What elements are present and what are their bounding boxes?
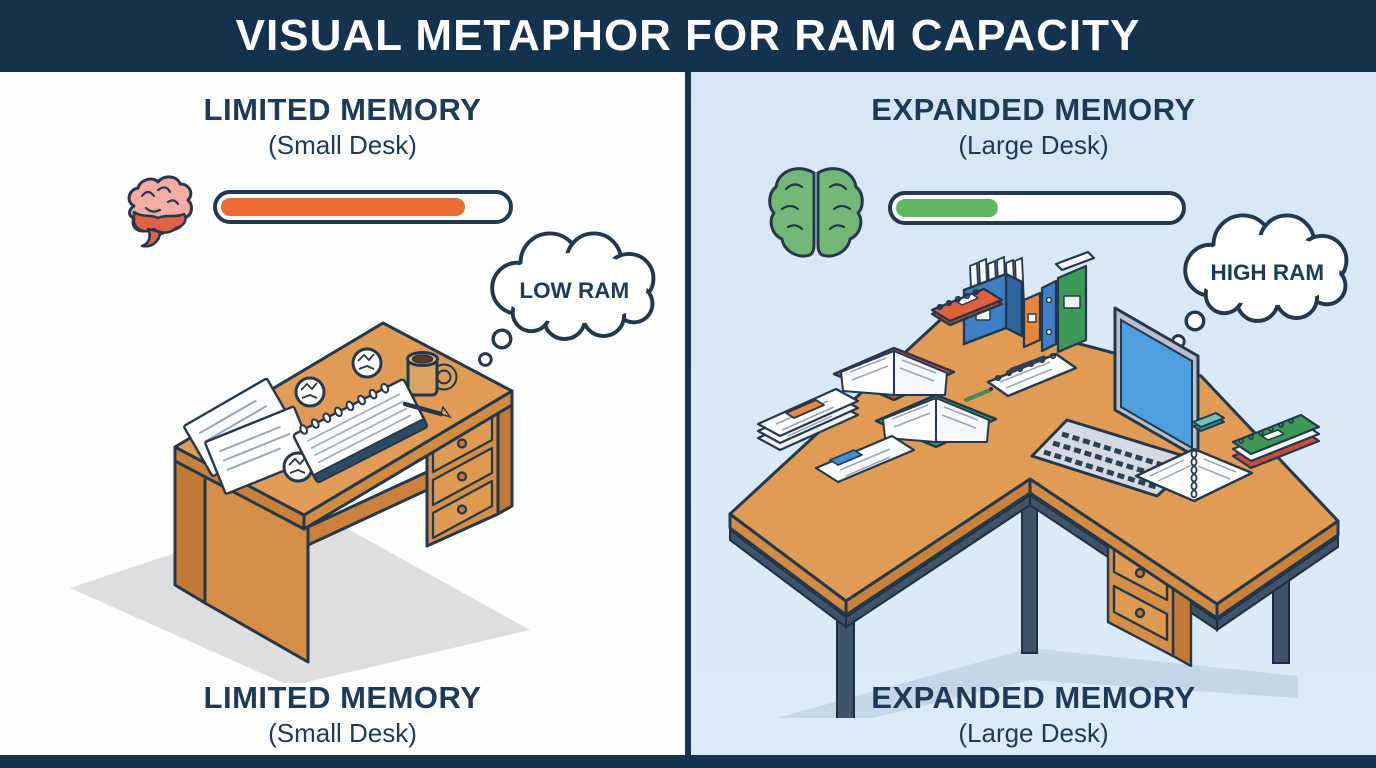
right-heading-block: EXPANDED MEMORY (Large Desk) (691, 92, 1376, 161)
coffee-mug-icon (406, 351, 458, 397)
right-footer-heading: EXPANDED MEMORY (871, 680, 1196, 715)
pencil-icon (964, 387, 993, 402)
left-subheading: (Small Desk) (268, 130, 417, 160)
drawer-knob (456, 504, 468, 515)
ram-usage-fill (896, 199, 998, 217)
open-book (874, 393, 998, 449)
thought-bubble: LOW RAM (478, 231, 656, 367)
binders (1022, 250, 1096, 354)
left-heading: LIMITED MEMORY (203, 92, 482, 127)
drawer-knob (1134, 607, 1146, 619)
sticky-notes (1192, 412, 1225, 432)
right-footer-subheading: (Large Desk) (958, 718, 1109, 748)
left-heading-block: LIMITED MEMORY (Small Desk) (0, 92, 685, 161)
red-brain-icon (127, 175, 193, 248)
left-footer-heading: LIMITED MEMORY (203, 680, 482, 715)
desk-shadow (776, 648, 1298, 718)
pencil-icon (402, 401, 452, 419)
left-footer-block: LIMITED MEMORY (Small Desk) (0, 680, 685, 749)
bubble-trail-dot (491, 328, 513, 350)
bubble-trail-dot (478, 352, 493, 367)
bubble-trail-dot (1184, 310, 1206, 332)
pen-icon (1009, 355, 1047, 373)
document (814, 434, 916, 484)
small-desk-illustration (70, 321, 530, 683)
drawer-knob (456, 471, 468, 482)
panel-divider (685, 72, 691, 755)
thought-bubble-text: LOW RAM (519, 278, 629, 303)
spiral-notebook (292, 378, 428, 484)
panel-expanded-memory: EXPANDED MEMORY (Large Desk) HIGH RAM (691, 72, 1376, 755)
drawer-unit-side (496, 398, 514, 516)
thought-bubble-text: HIGH RAM (1210, 260, 1324, 285)
thought-bubble: HIGH RAM (1171, 213, 1349, 349)
loose-papers (183, 377, 316, 495)
ram-usage-fill (221, 198, 466, 216)
green-brain-icon (768, 167, 864, 258)
large-desk-illustration (728, 250, 1340, 718)
orange-notebook (930, 287, 1004, 327)
drawer-knob (1134, 567, 1146, 579)
right-heading: EXPANDED MEMORY (871, 92, 1196, 127)
open-spiral-notebook (1134, 447, 1254, 503)
ram-usage-bar (888, 191, 1186, 225)
header-bar: VISUAL METAPHOR FOR RAM CAPACITY (0, 0, 1376, 72)
notebook-stack (1231, 413, 1321, 470)
drawer-knob (456, 438, 468, 449)
bottom-bar (0, 755, 1376, 768)
paper-stack (756, 387, 860, 452)
right-subheading: (Large Desk) (958, 130, 1109, 160)
ram-usage-bar (213, 190, 513, 224)
panel-limited-memory: LIMITED MEMORY (Small Desk) LOW RAM (0, 72, 685, 755)
notepad-with-pen (986, 352, 1078, 398)
left-footer-subheading: (Small Desk) (268, 718, 417, 748)
right-footer-block: EXPANDED MEMORY (Large Desk) (691, 680, 1376, 749)
open-book (832, 346, 956, 402)
page-title: VISUAL METAPHOR FOR RAM CAPACITY (235, 11, 1141, 60)
